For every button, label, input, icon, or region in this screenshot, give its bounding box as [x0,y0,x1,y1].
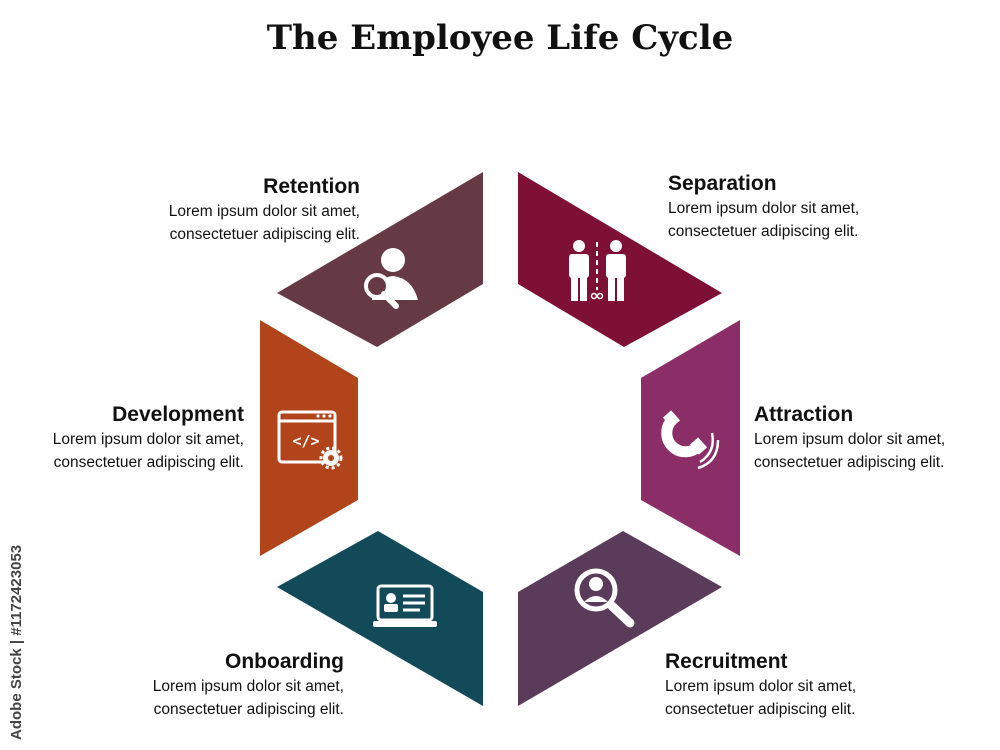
stage-recruitment-line1: Lorem ipsum dolor sit amet, [665,678,857,695]
segment-development: </> [260,320,358,556]
stage-attraction-line1: Lorem ipsum dolor sit amet, [754,431,946,448]
segment-attraction [641,320,740,556]
segment-onboarding [277,531,483,706]
stage-onboarding-label: Onboarding Lorem ipsum dolor sit amet, c… [153,649,344,721]
stage-development-label: Development Lorem ipsum dolor sit amet, … [53,402,244,474]
stage-development-line2: consectetuer adipiscing elit. [53,454,244,471]
stage-recruitment-label: Recruitment Lorem ipsum dolor sit amet, … [665,649,856,721]
stage-attraction-label: Attraction Lorem ipsum dolor sit amet, c… [754,402,945,474]
segment-separation [518,172,722,347]
segment-retention [277,172,483,347]
stage-recruitment-line2: consectetuer adipiscing elit. [665,701,856,718]
people-split-icon [569,240,626,301]
magnet-icon [661,410,720,470]
stage-attraction-line2: consectetuer adipiscing elit. [754,454,945,471]
stage-onboarding-line1: Lorem ipsum dolor sit amet, [152,678,344,695]
stage-development-line1: Lorem ipsum dolor sit amet, [52,431,244,448]
stage-retention-title: Retention [263,175,360,198]
stage-retention-line1: Lorem ipsum dolor sit amet, [168,203,360,220]
page-title: The Employee Life Cycle [266,18,734,58]
stage-retention-label: Retention Lorem ipsum dolor sit amet, co… [169,174,360,246]
stage-separation-line1: Lorem ipsum dolor sit amet, [668,200,860,217]
stage-recruitment-title: Recruitment [665,650,788,673]
stage-separation-line2: consectetuer adipiscing elit. [668,223,859,240]
code-window-gear-icon: </> [277,410,343,470]
stock-watermark: Adobe Stock | #1172423053 [4,510,30,740]
user-search-icon [574,568,635,628]
stage-onboarding-line2: consectetuer adipiscing elit. [153,701,344,718]
stage-separation-label: Separation Lorem ipsum dolor sit amet, c… [668,171,859,243]
laptop-profile-icon [373,584,437,627]
segment-recruitment [518,531,722,706]
stage-separation-title: Separation [668,172,777,195]
stage-onboarding-title: Onboarding [225,650,344,673]
stage-retention-line2: consectetuer adipiscing elit. [169,226,360,243]
stage-development-title: Development [112,403,244,426]
person-magnifier-icon [364,248,418,309]
watermark-text: Adobe Stock | #1172423053 [8,544,25,740]
svg-text:</>: </> [292,432,319,450]
stage-attraction-title: Attraction [754,403,854,426]
